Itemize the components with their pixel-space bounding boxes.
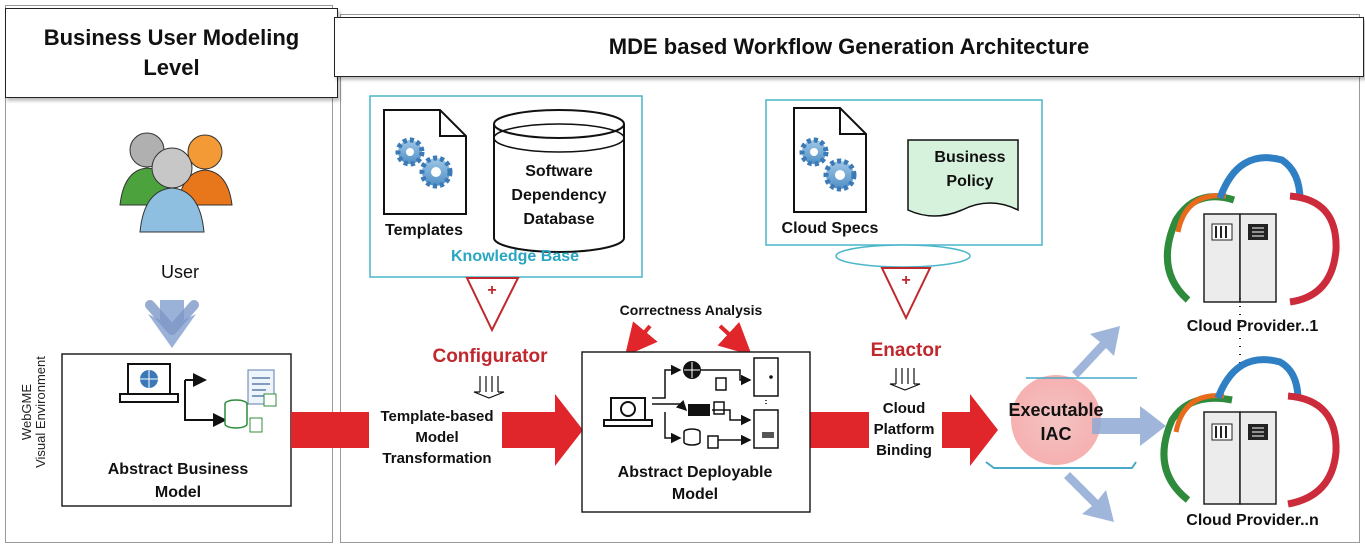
correctness-label: Correctness Analysis xyxy=(619,302,763,318)
main-panel-title: MDE based Workflow Generation Architectu… xyxy=(334,17,1364,77)
cloud-specs-label: Cloud Specs xyxy=(781,220,879,237)
iac-right-arrow xyxy=(1092,406,1166,446)
cloud-provider-n-icon xyxy=(1160,356,1340,508)
iac-label: Executable IAC xyxy=(1008,400,1104,444)
left-panel-title: Business User Modeling Level xyxy=(5,8,338,98)
user-label: User xyxy=(160,262,199,282)
iac-circle xyxy=(1011,375,1101,465)
correctness-arrow-left xyxy=(624,321,658,357)
cloud-provider-n-label: Cloud Provider..n xyxy=(1186,512,1319,529)
template-document-icon xyxy=(383,109,467,215)
business-model-label: Abstract Business Model xyxy=(107,461,249,501)
deployable-internal-diagram xyxy=(603,357,779,449)
enactor-title: Enactor xyxy=(870,340,942,361)
configurator-title: Configurator xyxy=(432,346,548,367)
red-arrow-configurator xyxy=(502,394,583,466)
env-label-line1: WebGME xyxy=(19,383,34,441)
iac-up-arrow xyxy=(1072,326,1120,378)
configurator-small-arrow xyxy=(473,376,505,399)
iac-bottom-line xyxy=(985,461,1137,469)
computer-globe-icon xyxy=(119,363,227,427)
cloud-specs-ellipse xyxy=(835,244,971,268)
knowledge-base-caption: Knowledge Base xyxy=(450,248,580,265)
configurator-triangle xyxy=(465,277,520,333)
gears-icon xyxy=(395,137,453,189)
database-icon xyxy=(493,109,625,253)
cloud-spec-gears-icon xyxy=(799,137,857,192)
database-label: Software Dependency Database xyxy=(511,163,607,228)
enactor-triangle xyxy=(880,267,932,321)
red-arrow-deployable xyxy=(809,412,869,448)
enactor-plus: + xyxy=(901,272,911,289)
users-icon xyxy=(119,132,233,233)
deployable-label: Abstract Deployable Model xyxy=(617,464,773,503)
business-policy-shape xyxy=(907,139,1019,217)
business-policy-label: Business Policy xyxy=(934,149,1006,190)
correctness-arrow-right xyxy=(717,321,752,356)
templates-label: Templates xyxy=(385,222,463,239)
enactor-small-arrow xyxy=(889,368,921,391)
iac-down-arrow xyxy=(1064,472,1114,522)
enactor-step-label: Cloud Platform Binding xyxy=(873,400,935,459)
configurator-step-label: Template-based Model Transformation xyxy=(380,408,494,467)
document-icon xyxy=(247,369,277,407)
cloud-provider-1-label: Cloud Provider..1 xyxy=(1186,318,1319,335)
env-label-line2: Visual Environment xyxy=(33,356,48,468)
cloud-provider-1-icon xyxy=(1163,154,1340,306)
user-down-arrow xyxy=(145,300,199,348)
env-label: WebGME Visual Environment xyxy=(19,342,48,482)
database-small-icon xyxy=(224,399,263,433)
red-arrow-left xyxy=(291,412,369,448)
red-arrow-enactor xyxy=(942,394,998,466)
configurator-plus: + xyxy=(487,282,497,299)
